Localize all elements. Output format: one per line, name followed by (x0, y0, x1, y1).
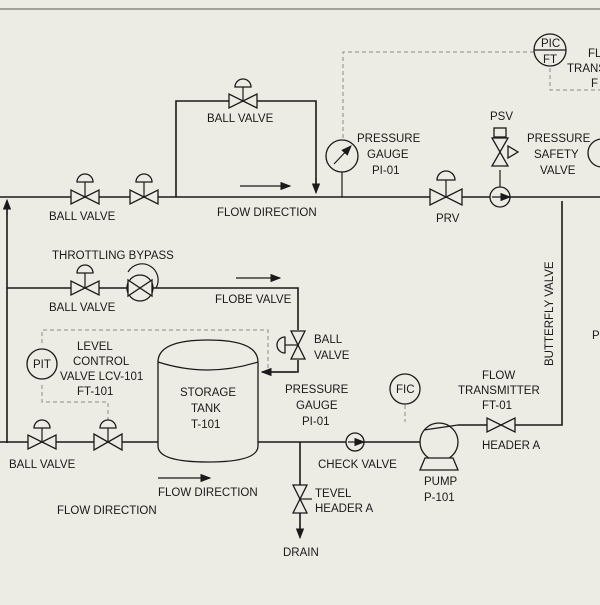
label-edge-p: P (592, 330, 600, 342)
label-throttling-bypass: THROTTLING BYPASS (52, 250, 174, 262)
label-tevel-1: TEVEL (315, 488, 352, 500)
label-drain: DRAIN (283, 547, 319, 559)
label-header-a: HEADER A (482, 440, 540, 452)
pic-ft-instrument-icon (533, 33, 567, 67)
label-fl-transmitter-1: FL (588, 48, 600, 60)
label-ball-valve-top: BALL VALVE (207, 113, 274, 125)
tank-inlet-pipe (262, 360, 299, 373)
label-psv: PSV (490, 111, 513, 123)
label-flow-transmitter-1: FLOW (482, 370, 515, 382)
label-pressure-gauge-2: GAUGE (367, 149, 409, 161)
label-flow-direction-main: FLOW DIRECTION (217, 207, 317, 219)
throttling-bypass-pipe (7, 287, 299, 330)
label-ball-valve-right-2: VALVE (314, 350, 350, 362)
prv-valve-icon (429, 170, 463, 207)
label-ball-valve-right-1: BALL (314, 334, 343, 346)
label-flow-direction-bottom: FLOW DIRECTION (158, 487, 258, 499)
ball-valve-bottom-icon (27, 419, 57, 451)
label-level-control-1: LEVEL (77, 341, 113, 353)
ball-valve-bypass-icon (70, 264, 100, 297)
level-signal-line (41, 329, 269, 370)
label-pressure-safety-1: PRESSURE (527, 133, 591, 145)
label-pump-2: P-101 (424, 492, 455, 504)
pit-signal-line (41, 385, 109, 420)
label-level-control-3: VALVE LCV-101 (60, 371, 143, 383)
psv-valve-icon (489, 127, 520, 208)
label-pressure-safety-2: SAFETY (534, 149, 579, 161)
header-a-valve-icon (486, 416, 516, 434)
label-pressure-gauge-1: PRESSURE (357, 133, 421, 145)
label-pressure-gauge-low-1: PRESSURE (285, 384, 349, 396)
label-ball-valve-bottom: BALL VALVE (9, 459, 76, 471)
label-fic: FIC (396, 384, 415, 396)
label-pic: PIC (541, 38, 560, 50)
pump-icon (419, 422, 459, 471)
label-ball-valve-main: BALL VALVE (49, 211, 116, 223)
label-pit: PIT (33, 359, 51, 371)
ball-valve-main-1-icon (70, 173, 100, 206)
label-level-control-2: CONTROL (73, 356, 130, 368)
level-control-valve-icon (93, 419, 123, 452)
label-flow-direction-left: FLOW DIRECTION (57, 505, 157, 517)
edge-instrument-icon (587, 138, 600, 168)
label-pressure-gauge-low-2: GAUGE (296, 400, 338, 412)
label-flobe-valve: FLOBE VALVE (215, 294, 292, 306)
label-storage-tank-2: TANK (191, 403, 221, 415)
label-butterfly-valve: BUTTERFLY VALVE (544, 261, 556, 366)
ball-valve-vertical-icon (276, 330, 307, 360)
label-flow-transmitter-3: FT-01 (482, 400, 512, 412)
label-ft-pic: FT (543, 54, 557, 66)
label-prv: PRV (436, 213, 460, 225)
label-pressure-gauge-low-3: PI-01 (302, 416, 330, 428)
label-check-valve: CHECK VALVE (318, 459, 397, 471)
label-tevel-2: HEADER A (315, 503, 373, 515)
label-storage-tank-3: T-101 (191, 419, 220, 431)
label-pressure-safety-3: VALVE (540, 165, 576, 177)
pressure-gauge-main-icon (325, 139, 359, 197)
label-ball-valve-bypass: BALL VALVE (49, 302, 116, 314)
pit-instrument-icon (26, 348, 58, 380)
drain-valve-icon (291, 484, 312, 514)
label-storage-tank-1: STORAGE (180, 387, 236, 399)
throttling-valve-icon (126, 263, 159, 302)
label-fl-transmitter-2: TRANS (567, 63, 600, 75)
fic-instrument-icon (389, 373, 421, 405)
label-level-control-4: FT-101 (77, 386, 113, 398)
label-pressure-gauge-3: PI-01 (372, 165, 400, 177)
check-valve-icon (345, 432, 366, 452)
ft-signal-line (549, 68, 600, 91)
label-flow-transmitter-2: TRANSMITTER (458, 385, 540, 397)
storage-tank-icon (157, 339, 259, 463)
label-fl-transmitter-3: F (591, 78, 598, 90)
pic-signal-line (342, 51, 536, 152)
label-pump-1: PUMP (424, 476, 458, 488)
ball-valve-main-2-icon (129, 173, 159, 206)
ball-valve-top-icon (228, 78, 258, 110)
